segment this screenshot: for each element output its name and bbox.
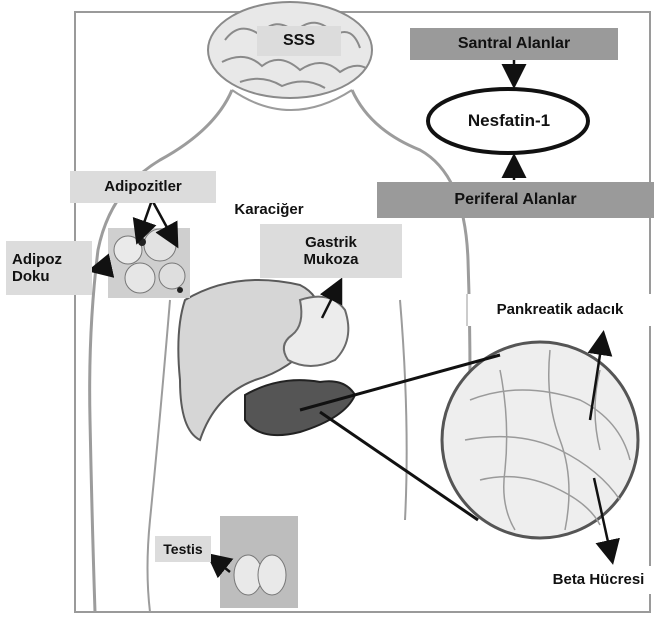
nesfatin-1-label: Nesfatin-1	[445, 108, 573, 134]
beta-cell-label: Beta Hücresi	[540, 566, 657, 594]
pancreatic-islet-magnified	[300, 342, 638, 538]
cns-label: SSS	[257, 26, 341, 56]
gastric-mucosa-label: Gastrik Mukoza	[260, 224, 402, 278]
pancreas	[245, 380, 355, 435]
testis-label: Testis	[155, 536, 211, 562]
testis-image	[220, 516, 298, 608]
adipose-tissue-label: Adipoz Doku	[6, 241, 92, 295]
adipocytes-label: Adipozitler	[70, 171, 216, 203]
peripheral-areas-label: Periferal Alanlar	[377, 182, 654, 218]
pancreatic-islet-label: Pankreatik adacık	[466, 294, 652, 326]
adipose-tissue-image	[108, 228, 190, 298]
central-areas-label: Santral Alanlar	[410, 28, 618, 60]
liver-label: Karaciğer	[217, 196, 321, 224]
